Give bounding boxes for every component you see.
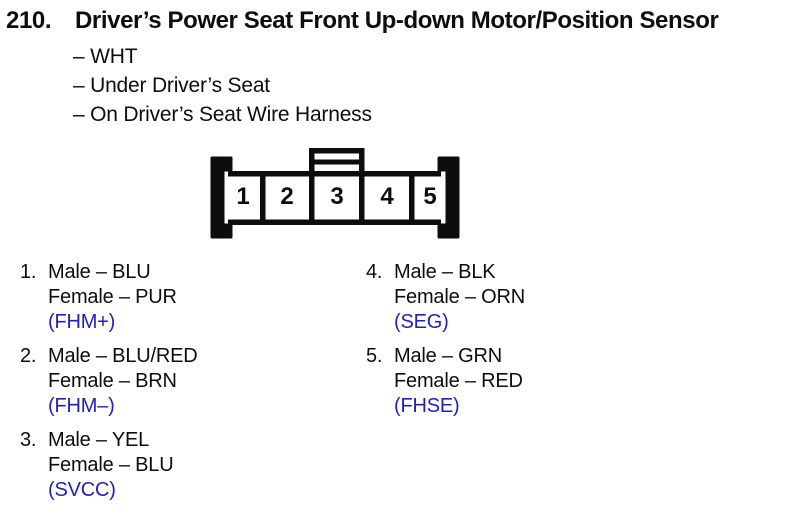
pin-list-number: 2. — [20, 345, 37, 367]
pin-male-line: 3. Male – YEL — [20, 428, 197, 453]
pin-number-2: 2 — [280, 183, 293, 210]
pin-male-line: 2. Male – BLU/RED — [20, 344, 198, 369]
item-title: Driver’s Power Seat Front Up-down Motor/… — [75, 7, 719, 34]
pin-signal-code: (FHM+) — [48, 311, 116, 333]
pinout-right-column: 4. Male – BLK Female – ORN (SEG) 5. Male –… — [366, 260, 525, 428]
pin-entry-4: 4. Male – BLK Female – ORN (SEG) — [366, 260, 525, 335]
pin-signal-code: (SEG) — [394, 311, 449, 333]
pin-number-4: 4 — [380, 183, 394, 210]
pin-number-5: 5 — [423, 183, 436, 210]
pin-number-1: 1 — [236, 183, 249, 210]
pin-entry-3: 3. Male – YEL Female – BLU (SVCC) — [20, 428, 197, 503]
pin-male-line: 5. Male – GRN — [366, 344, 525, 369]
pin-entry-1: 1. Male – BLU Female – PUR (FHM+) — [20, 260, 197, 335]
connector-attributes: – WHT – Under Driver’s Seat – On Driver’… — [73, 42, 372, 129]
pin-entry-5: 5. Male – GRN Female – RED (FHSE) — [366, 344, 525, 419]
pin-signal-code: (FHM–) — [48, 395, 115, 417]
pin-male-line: 1. Male – BLU — [20, 260, 197, 285]
pin-male-wire: Male – GRN — [394, 345, 503, 367]
pin-list-number: 4. — [366, 261, 383, 283]
pin-female-wire: Female – BLU — [48, 454, 174, 476]
pin-female-wire: Female – BRN — [48, 370, 177, 392]
connector-right-flange — [437, 156, 460, 239]
pin-male-wire: Male – BLU/RED — [48, 345, 198, 367]
lock-tab-top — [309, 148, 365, 154]
connector-body-bottom-edge — [228, 219, 441, 225]
pin-male-wire: Male – YEL — [48, 429, 150, 451]
page-title: 210. Driver’s Power Seat Front Up-down M… — [6, 7, 719, 35]
pin-divider-2 — [309, 148, 315, 225]
pin-male-line: 4. Male – BLK — [366, 260, 525, 285]
connector-diagram: 1 2 3 4 5 — [210, 148, 460, 239]
connector-body-top-edge — [228, 171, 441, 177]
pin-divider-3 — [359, 148, 365, 225]
pin-list-number: 1. — [20, 261, 37, 283]
item-number: 210. — [6, 7, 52, 34]
pin-signal-code: (SVCC) — [48, 479, 116, 501]
pin-number-3: 3 — [330, 183, 343, 210]
pin-entry-2: 2. Male – BLU/RED Female – BRN (FHM–) — [20, 344, 198, 419]
pin-male-wire: Male – BLU — [48, 261, 151, 283]
pin-list-number: 3. — [20, 429, 37, 451]
connector-left-flange — [210, 156, 233, 239]
pin-female-wire: Female – PUR — [48, 286, 177, 308]
pin-divider-4 — [409, 171, 415, 225]
pin-female-wire: Female – ORN — [394, 286, 525, 308]
attribute-harness: – On Driver’s Seat Wire Harness — [73, 103, 372, 126]
attribute-location: – Under Driver’s Seat — [73, 74, 270, 97]
pinout-left-column: 1. Male – BLU Female – PUR (FHM+) 2. Male … — [20, 260, 198, 510]
pin-male-wire: Male – BLK — [394, 261, 496, 283]
pin-divider-1 — [260, 171, 266, 225]
pin-female-wire: Female – RED — [394, 370, 523, 392]
pin-list-number: 5. — [366, 345, 383, 367]
pin-signal-code: (FHSE) — [394, 395, 460, 417]
lock-tab-inner-line — [309, 159, 365, 165]
attribute-color: – WHT — [73, 45, 138, 68]
